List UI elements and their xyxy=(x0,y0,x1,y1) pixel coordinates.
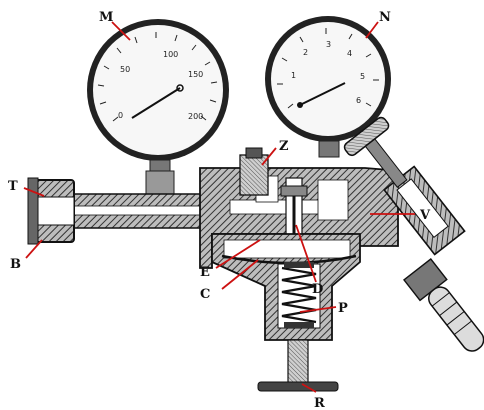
label-D: D xyxy=(312,282,323,297)
label-B: B xyxy=(10,257,21,272)
label-V: V xyxy=(419,208,431,223)
label-P: P xyxy=(338,301,348,316)
gauge-right-tick-3: 3 xyxy=(326,40,331,49)
gauge-right-tick-6: 6 xyxy=(356,96,361,105)
outlet-hose-nipple xyxy=(403,257,484,352)
gauge-right-tick-2: 2 xyxy=(303,48,308,57)
gauge-right-ticks xyxy=(277,28,379,109)
regulator-body xyxy=(199,147,399,269)
diaphragm-chamber xyxy=(211,233,361,341)
gauge-left-tick-0: 0 xyxy=(118,111,123,120)
regulating-spring xyxy=(281,266,317,324)
gauge-right-tick-4: 4 xyxy=(347,49,352,58)
adjusting-screw xyxy=(257,339,339,392)
gauge-left-needle xyxy=(131,87,181,119)
label-E: E xyxy=(200,265,210,280)
high-pressure-gauge: 0 50 100 150 200 xyxy=(87,19,229,196)
outlet-valve xyxy=(343,116,484,352)
label-C: C xyxy=(200,287,210,302)
gauge-right-tick-5: 5 xyxy=(360,72,365,81)
low-pressure-gauge: 1 2 3 4 5 6 xyxy=(265,16,391,158)
label-Z: Z xyxy=(279,139,289,154)
gauge-right-needle xyxy=(299,82,346,106)
label-N: N xyxy=(379,10,391,25)
gauge-left-tick-200: 200 xyxy=(188,112,203,121)
label-T: T xyxy=(8,179,18,194)
label-M: M xyxy=(99,10,113,25)
gauge-left-tick-150: 150 xyxy=(188,70,203,79)
label-R: R xyxy=(314,396,325,410)
gauge-left-tick-50: 50 xyxy=(120,65,130,74)
gauge-left-tick-100: 100 xyxy=(163,50,178,59)
leader-lines xyxy=(23,21,415,393)
gauge-left-ticks xyxy=(97,32,218,122)
gauge-right-tick-1: 1 xyxy=(291,71,296,80)
